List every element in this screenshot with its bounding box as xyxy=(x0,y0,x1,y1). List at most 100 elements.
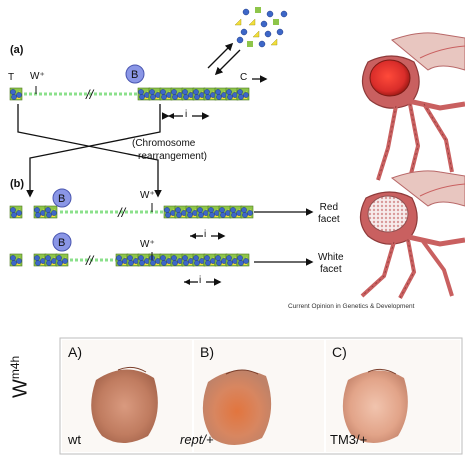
heterochromatin-b2-left-unit xyxy=(55,253,69,267)
outcome-white-line-1: White xyxy=(318,252,344,263)
figure-credit: Current Opinion in Genetics & Developmen… xyxy=(288,303,415,310)
i-label-b2: i xyxy=(199,275,202,286)
heterochromatin-b1-right-unit xyxy=(185,205,199,219)
free-protein-particle xyxy=(270,38,278,46)
genotype-axis-label: Wm4h xyxy=(8,356,33,398)
rearrangement-line-2: rearrangement) xyxy=(138,151,207,162)
protein-b-b2: B xyxy=(52,232,72,252)
photo-caption-wt: wt xyxy=(68,432,81,447)
heterochromatin-b2-right-unit xyxy=(148,253,162,267)
fly-white-eye-illustration xyxy=(359,170,465,299)
free-protein-particle xyxy=(252,30,260,38)
heterochromatin-b2-right-unit xyxy=(181,253,195,267)
free-protein-particle xyxy=(255,7,261,13)
heterochromatin-a-unit xyxy=(181,87,195,101)
free-protein-particle xyxy=(273,19,279,25)
telomere-block-b2-unit xyxy=(9,253,23,267)
heterochromatin-b1-right-unit xyxy=(240,205,254,219)
heterochromatin-b2-right-unit xyxy=(192,253,206,267)
protein-b-label-a: B xyxy=(131,69,138,81)
telomere-block-b1-unit xyxy=(9,205,23,219)
heterochromatin-b2-right-unit xyxy=(236,253,250,267)
free-protein-particle xyxy=(240,28,248,36)
heterochromatin-b2-right-unit xyxy=(214,253,228,267)
photo-letter-b: B) xyxy=(200,344,214,360)
heterochromatin-b2-right-unit xyxy=(137,253,151,267)
heterochromatin-b1-right-unit xyxy=(174,205,188,219)
fly-head-wt xyxy=(91,366,158,443)
heterochromatin-a-unit xyxy=(170,87,184,101)
outcome-white-label: White facet xyxy=(318,252,344,276)
heterochromatin-b1-right-unit xyxy=(163,205,177,219)
panel-a-label: (a) xyxy=(10,44,24,56)
outcome-red-line-1: Red xyxy=(319,202,339,213)
free-protein-particle xyxy=(248,18,256,26)
heterochromatin-a-unit xyxy=(137,87,151,101)
protein-b-label-b2: B xyxy=(58,237,65,249)
heterochromatin-b2-right-unit xyxy=(159,253,173,267)
i-label-b1: i xyxy=(204,229,207,240)
heterochromatin-b2-left-unit xyxy=(33,253,47,267)
free-protein-particle xyxy=(276,28,284,36)
fly-head-tm3 xyxy=(342,368,408,443)
break-mark-b2: // xyxy=(85,253,95,268)
outcome-white-line-2: facet xyxy=(319,264,342,275)
free-protein-particle xyxy=(247,41,253,47)
break-mark-a: // xyxy=(85,87,95,102)
rearrangement-line-1: (Chromosome xyxy=(132,138,196,149)
free-protein-particle xyxy=(242,8,250,16)
heterochromatin-blocks xyxy=(9,87,254,267)
photo-strip xyxy=(59,337,463,455)
free-protein-particle xyxy=(260,20,268,28)
heterochromatin-b2-right-unit xyxy=(225,253,239,267)
heterochromatin-a-unit xyxy=(203,87,217,101)
w-plus-label-b1: W⁺ xyxy=(140,190,155,201)
outcome-red-label: Red facet xyxy=(318,202,340,226)
free-protein-particle xyxy=(280,10,288,18)
heterochromatin-b1-left-unit xyxy=(33,205,47,219)
free-protein-particle xyxy=(236,36,244,44)
photo-caption-tm3: TM3/+ xyxy=(330,432,368,447)
w-plus-label-a: W⁺ xyxy=(30,71,45,82)
photo-letter-c: C) xyxy=(332,344,347,360)
t-label: T xyxy=(8,72,15,83)
protein-b-b1: B xyxy=(52,188,72,208)
heterochromatin-b2-right-unit xyxy=(170,253,184,267)
i-label-a: i xyxy=(185,109,188,120)
heterochromatin-b2-right-unit xyxy=(115,253,129,267)
equilibrium-arrows xyxy=(207,42,241,76)
heterochromatin-b2-left-unit xyxy=(44,253,58,267)
break-mark-b1: // xyxy=(117,205,127,220)
c-label: C xyxy=(240,72,248,83)
photo-caption-rept: rept/+ xyxy=(180,432,214,447)
heterochromatin-b2-right-unit xyxy=(126,253,140,267)
outcome-red-line-2: facet xyxy=(318,214,340,225)
free-protein-particle xyxy=(266,10,274,18)
red-compound-eye xyxy=(369,59,411,97)
w-plus-label-b2: W⁺ xyxy=(140,239,155,250)
panel-b-label: (b) xyxy=(10,178,25,190)
heterochromatin-b2-right-unit xyxy=(203,253,217,267)
free-chromatin-proteins xyxy=(234,7,288,48)
protein-b-a: B xyxy=(125,64,145,84)
protein-b-label-b1: B xyxy=(58,193,65,205)
telomere-block-a-unit xyxy=(9,87,23,101)
heterochromatin-a-unit xyxy=(225,87,239,101)
heterochromatin-a-unit xyxy=(148,87,162,101)
heterochromatin-b1-right-unit xyxy=(229,205,243,219)
free-protein-particle xyxy=(234,18,242,26)
photo-letter-a: A) xyxy=(68,344,82,360)
white-compound-eye xyxy=(367,195,409,233)
heterochromatin-b1-left-unit xyxy=(44,205,58,219)
heterochromatin-a-unit xyxy=(236,87,250,101)
fly-head-rept xyxy=(202,369,272,445)
heterochromatin-a-unit xyxy=(159,87,173,101)
heterochromatin-b1-right-unit xyxy=(207,205,221,219)
heterochromatin-b1-right-unit xyxy=(218,205,232,219)
heterochromatin-b1-right-unit xyxy=(196,205,210,219)
rearrangement-lines xyxy=(17,104,162,198)
genotype-label-base: W xyxy=(9,379,32,398)
free-protein-particle xyxy=(258,40,266,48)
